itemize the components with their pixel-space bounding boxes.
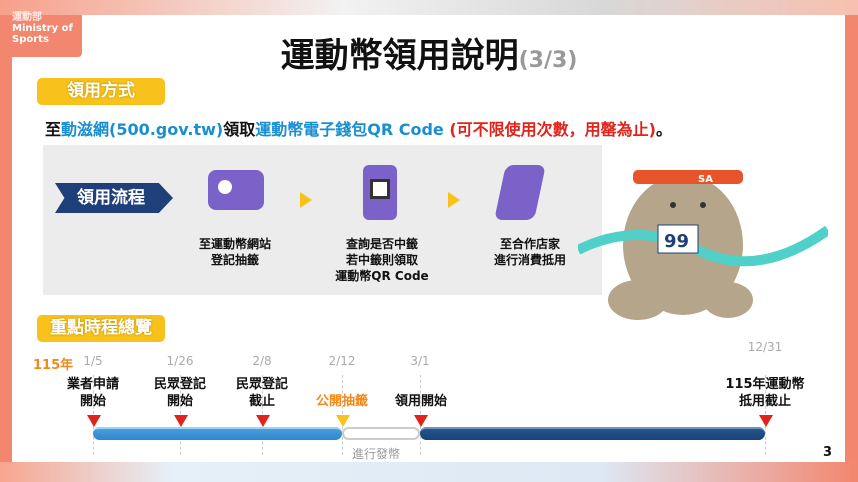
flow-step: 至運動幣網站登記抽籤 [165, 236, 305, 268]
timeline-year: 115年 [33, 358, 74, 373]
marker-icon [759, 415, 773, 427]
step-text: 登記抽籤 [210, 253, 259, 267]
step-text: 至合作店家 [499, 237, 560, 251]
date: 2/12 [328, 354, 356, 368]
date: 3/1 [410, 354, 430, 368]
arrow-icon [448, 192, 460, 208]
timeline-bar-issuing [342, 427, 420, 440]
top-bar [0, 0, 858, 15]
step-text: 至運動幣網站 [198, 237, 271, 251]
marker-icon [336, 415, 350, 427]
headband-text: SA [698, 174, 713, 185]
event-label: 公開抽籤 [315, 394, 368, 409]
text: 至 [45, 120, 62, 139]
id-card-icon [208, 170, 264, 210]
marker-icon [174, 415, 188, 427]
marker-icon [87, 415, 101, 427]
step-text: 運動幣QR Code [335, 269, 429, 283]
timeline-bar-registration [93, 427, 342, 440]
gap-label: 進行發幣 [352, 447, 401, 461]
website-link[interactable]: 動滋網(500.gov.tw) [61, 120, 224, 139]
flow-label: 領用流程 [55, 183, 173, 213]
text: (可不限使用次數，用罄為止) [443, 120, 656, 139]
event-text: 開始 [166, 394, 193, 409]
event-text: 截止 [248, 394, 275, 409]
event-label: 領用開始 [394, 394, 447, 409]
page-number: 3 [823, 445, 833, 460]
step-text: 若中籤則領取 [345, 253, 418, 267]
ministry-logo: 運動部 Ministry of Sports [0, 12, 82, 57]
event-label: 民眾登記截止 [207, 376, 317, 410]
logo-text: Ministry of [12, 23, 73, 34]
instruction-text: 至動滋網(500.gov.tw)領取運動幣電子錢包QR Code (可不限使用次… [45, 116, 672, 140]
event-text: 115年運動幣 [725, 377, 805, 392]
text: 。 [655, 120, 672, 139]
logo-text: Sports [12, 34, 49, 45]
marker-icon [256, 415, 270, 427]
marker-icon [414, 415, 428, 427]
flow-step: 查詢是否中籤若中籤則領取運動幣QR Code [312, 236, 452, 284]
section-label-method: 領用方式 [37, 78, 165, 105]
event-label: 115年運動幣抵用截止 [710, 376, 820, 410]
date: 1/5 [83, 354, 103, 368]
step-text: 進行消費抵用 [493, 253, 566, 267]
logo-text: 運動部 [12, 12, 42, 23]
text: 領取 [223, 120, 256, 139]
date: 12/31 [747, 340, 783, 354]
mascot-illustration: SA 99 [575, 140, 831, 330]
timeline-bar-redemption [420, 427, 765, 440]
date: 2/8 [252, 354, 272, 368]
event-text: 民眾登記 [153, 377, 206, 392]
event-text: 抵用截止 [738, 394, 791, 409]
step-text: 查詢是否中籤 [345, 237, 418, 251]
title-page: (3/3) [518, 48, 578, 73]
bib-number: 99 [664, 231, 689, 252]
event-text: 業者申請 [66, 377, 119, 392]
event-text: 民眾登記 [235, 377, 288, 392]
bottom-bar [0, 462, 858, 482]
date: 1/26 [166, 354, 194, 368]
section-label-timeline: 重點時程總覽 [37, 315, 165, 342]
arrow-icon [300, 192, 312, 208]
flow-step: 至合作店家進行消費抵用 [460, 236, 600, 268]
event-label: 業者申請開始 [38, 376, 148, 410]
page-title: 運動幣領用說明(3/3) [0, 28, 858, 77]
title-text: 運動幣領用說明 [280, 36, 519, 76]
phone-qr-icon [363, 165, 397, 220]
text: 運動幣電子錢包QR Code [255, 120, 444, 139]
event-label: 民眾登記開始 [125, 376, 235, 410]
event-text: 開始 [79, 394, 106, 409]
